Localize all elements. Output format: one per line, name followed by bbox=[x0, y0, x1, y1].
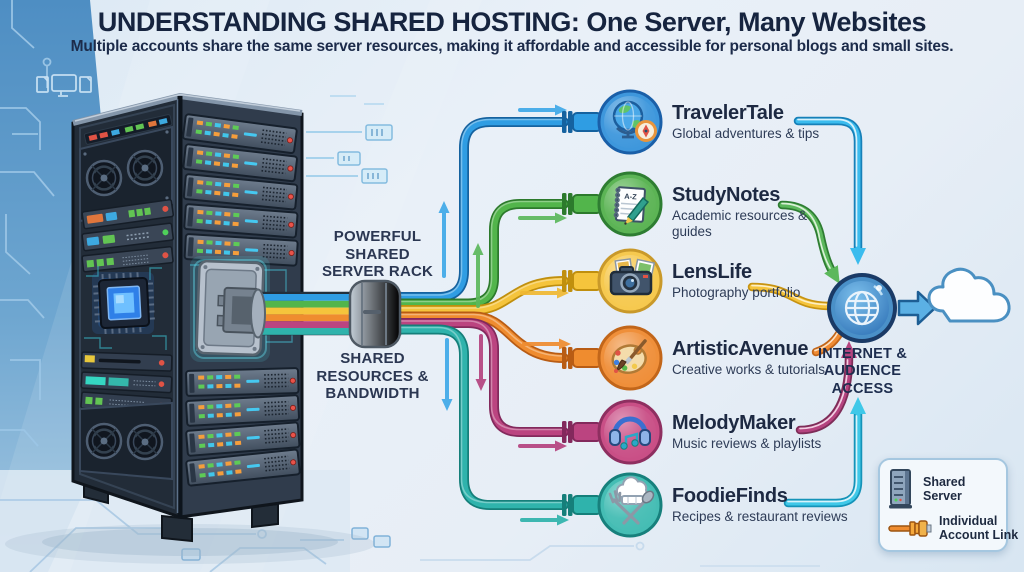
page-title: UNDERSTANDING SHARED HOSTING: One Server… bbox=[97, 7, 927, 37]
rack-cpu-chip bbox=[84, 266, 167, 350]
cable-lenslife bbox=[393, 276, 569, 315]
label-shared-resources-bandwidth: SHARED RESOURCES & BANDWIDTH bbox=[316, 350, 429, 403]
site-name-melodymaker: MelodyMaker bbox=[672, 412, 796, 434]
cable-travelertale bbox=[393, 117, 569, 302]
flow-arrow-artisticavenue bbox=[811, 329, 844, 357]
site-name-artisticavenue: ArtisticAvenue bbox=[672, 338, 809, 360]
site-nodes: A-Z bbox=[562, 89, 663, 538]
palette-icon bbox=[597, 325, 663, 391]
flow-arrow-foodiefinds bbox=[783, 397, 866, 508]
notebook-pencil-icon: A-Z bbox=[597, 171, 663, 237]
site-name-foodiefinds: FoodieFinds bbox=[672, 485, 788, 507]
cable-plug-icon bbox=[888, 520, 932, 538]
site-name-lenslife: LensLife bbox=[672, 261, 752, 283]
rack-port-zone bbox=[190, 256, 300, 362]
chef-hat-utensils-icon bbox=[597, 472, 663, 538]
flow-arrow-lenslife bbox=[747, 282, 833, 311]
cloud-icon bbox=[927, 267, 1011, 323]
studynotes-icon-text: A-Z bbox=[624, 192, 638, 202]
legend: Shared Server Individual Account Link bbox=[878, 458, 1018, 552]
label-powerful-shared-server-rack: POWERFUL SHARED SERVER RACK bbox=[321, 228, 434, 281]
site-desc-lenslife: Photography portfolio bbox=[672, 285, 801, 300]
flow-arrow-melodymaker bbox=[795, 341, 857, 435]
site-desc-travelertale: Global adventures & tips bbox=[672, 126, 820, 141]
legend-item-shared-server: Shared Server bbox=[888, 468, 1003, 510]
site-desc-artisticavenue: Creative works & tutorials bbox=[672, 362, 826, 377]
flow-arrows-to-internet bbox=[747, 116, 866, 508]
legend-label-shared-server: Shared Server bbox=[923, 474, 966, 503]
rack-fan-panel-bottom bbox=[79, 401, 173, 481]
rack-led-strip bbox=[83, 114, 173, 145]
cable-collar bbox=[348, 279, 402, 349]
connector-icons-bottom bbox=[181, 527, 391, 561]
site-name-travelertale: TravelerTale bbox=[672, 102, 784, 124]
site-desc-melodymaker: Music reviews & playlists bbox=[672, 436, 822, 451]
server-tower-icon bbox=[889, 469, 912, 509]
legend-label-individual-account-link: Individual Account Link bbox=[939, 514, 1019, 543]
cable-foodiefinds bbox=[393, 324, 569, 510]
circuit-traces-left bbox=[0, 0, 55, 447]
chip-icons bbox=[306, 95, 393, 184]
server-rack bbox=[5, 92, 375, 564]
cable-plugs bbox=[562, 111, 602, 516]
headphones-icon bbox=[597, 399, 663, 465]
camera-icon bbox=[597, 248, 663, 314]
globe-compass-icon bbox=[597, 89, 663, 155]
flow-arrow-studynotes bbox=[777, 200, 840, 284]
internet-globe-icon bbox=[827, 273, 897, 343]
site-desc-studynotes: Academic resources & guides bbox=[672, 208, 808, 240]
arrow-to-cloud bbox=[897, 290, 937, 326]
circuit-traces-bottom bbox=[0, 499, 820, 572]
chevron-arrows bbox=[438, 104, 571, 526]
account-cables bbox=[393, 117, 569, 510]
cable-artisticavenue bbox=[393, 311, 569, 363]
site-desc-foodiefinds: Recipes & restaurant reviews bbox=[672, 509, 848, 524]
rack-lower-bays bbox=[80, 351, 173, 415]
cable-melodymaker bbox=[393, 318, 569, 437]
page-subtitle: Multiple accounts share the same server … bbox=[70, 38, 954, 55]
rack-drive-bays bbox=[81, 198, 174, 273]
monitor-doc-icons bbox=[36, 74, 92, 97]
site-name-studynotes: StudyNotes bbox=[672, 184, 781, 206]
legend-item-individual-account-link: Individual Account Link bbox=[888, 514, 1019, 543]
internet-access-label: INTERNET & AUDIENCE ACCESS bbox=[818, 346, 907, 397]
flow-arrow-travelertale bbox=[793, 116, 866, 265]
